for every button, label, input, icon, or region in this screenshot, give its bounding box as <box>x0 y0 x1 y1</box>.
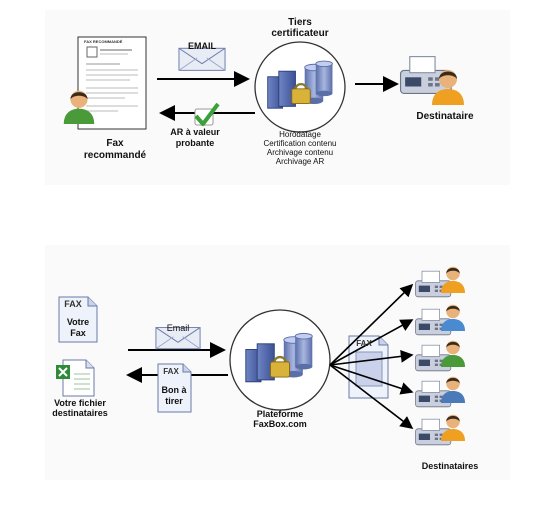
platform-line1: Plateforme <box>256 409 304 419</box>
service-horodatage: Horodatage <box>279 130 321 139</box>
destinataire-label: Destinataire <box>416 111 474 122</box>
bon-a-tirer-document-icon <box>157 363 192 413</box>
recipient-2-icon <box>415 304 465 336</box>
broadcast-fax-header: FAX <box>356 339 372 348</box>
ar-line2: probante <box>175 138 215 148</box>
service-archivage-ar: Archivage AR <box>275 157 325 166</box>
tiers-line1: Tiers <box>288 17 312 28</box>
fichier-line2: destinataires <box>52 408 108 418</box>
broadcast-fax-document-icon <box>348 335 389 399</box>
votre-fax-line1: Votre <box>66 317 90 327</box>
platform-line2: FaxBox.com <box>253 419 307 429</box>
arrow-dest-1 <box>329 283 414 366</box>
bon-line2: tirer <box>165 396 183 406</box>
arrow-dest-3 <box>329 350 414 366</box>
recipient-3-icon <box>415 340 465 372</box>
check-icon <box>194 102 220 126</box>
ar-line1: AR à valeur <box>170 127 220 137</box>
fax-label-line2: recommandé <box>83 150 147 161</box>
tiers-line2: certificateur <box>271 28 329 39</box>
bon-line1: Bon à <box>161 385 187 395</box>
service-certification: Certification contenu <box>263 139 337 148</box>
recipient-1-icon <box>415 266 465 298</box>
arrow-dest-5 <box>329 364 414 429</box>
fax-doc-header: FAX RECOMMANDÉ <box>84 39 123 44</box>
destinataires-label: Destinataires <box>421 461 479 471</box>
recipient-5-icon <box>415 414 465 446</box>
fax-label-line1: Fax <box>106 138 124 149</box>
platform-circle <box>229 309 331 411</box>
votre-fax-document-icon <box>58 296 98 343</box>
email-label-bottom: Email <box>166 323 190 333</box>
votre-fax-doc-header: FAX <box>64 299 82 309</box>
service-archivage-contenu: Archivage contenu <box>266 148 334 157</box>
bon-doc-header: FAX <box>163 367 179 376</box>
fichier-line1: Votre fichier <box>54 398 106 408</box>
votre-fax-line2: Fax <box>70 328 86 338</box>
recipient-4-icon <box>415 376 465 408</box>
email-label-top: EMAIL <box>188 41 216 51</box>
arrow-dest-2 <box>329 319 414 366</box>
excel-file-icon <box>56 359 95 397</box>
email-envelope-icon <box>178 47 226 71</box>
arrow-dest-4 <box>329 364 414 395</box>
